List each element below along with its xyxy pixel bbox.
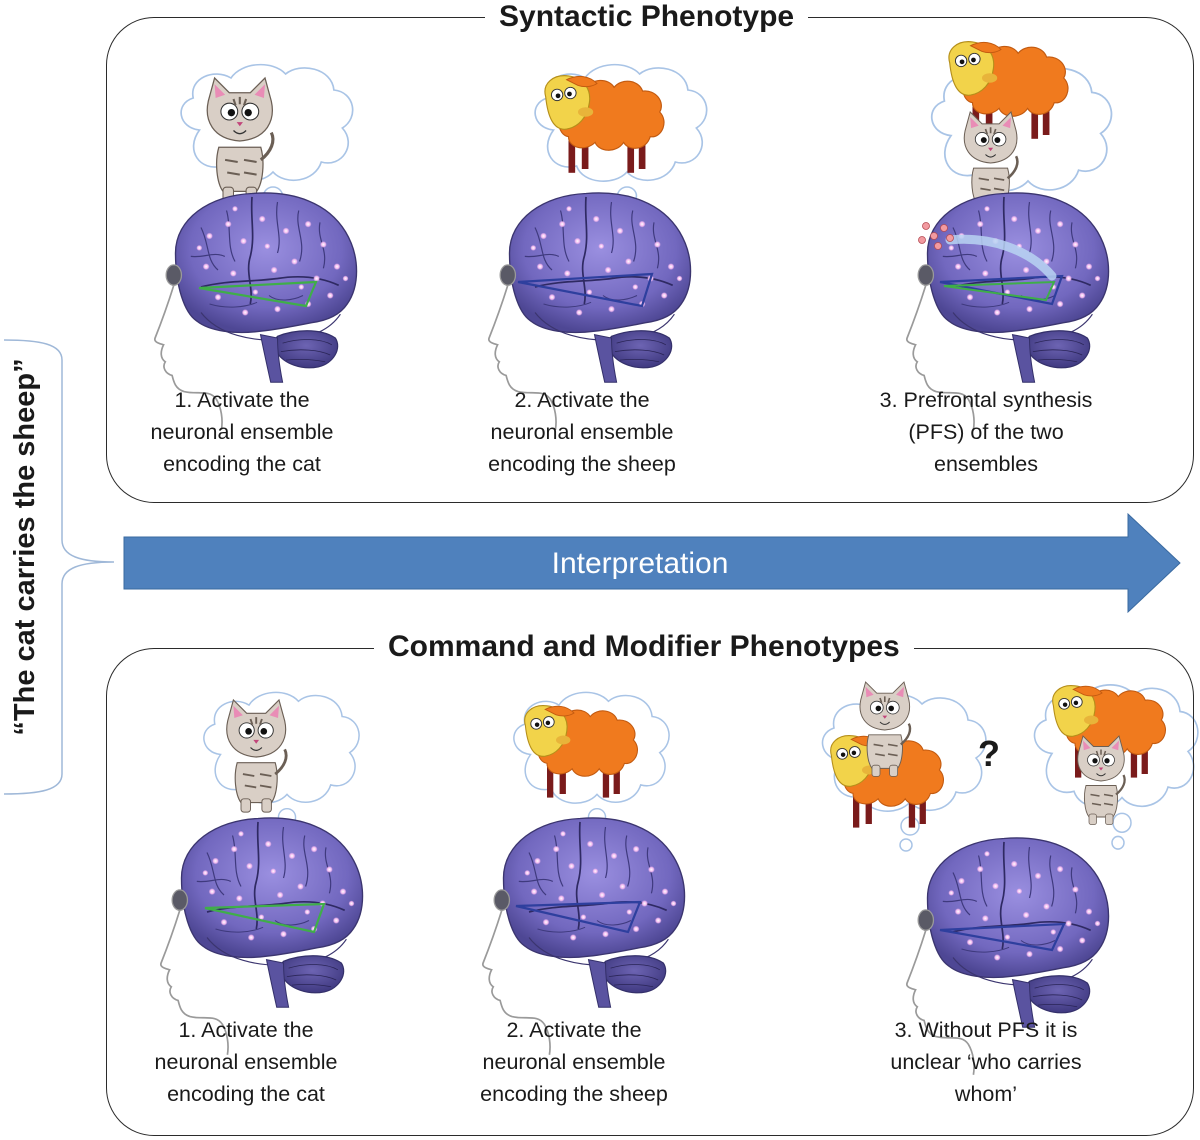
- bottom-panel-brain-3: [821, 680, 1199, 1076]
- bottom-panel-brain-2: [481, 691, 686, 1056]
- top-panel-brain-3: [905, 41, 1113, 431]
- top-panel-brain-1: [153, 63, 358, 431]
- top-panel-brain-2: [487, 63, 708, 431]
- bottom-panel-title: Command and Modifier Phenotypes: [374, 630, 914, 664]
- interpretation-arrow: [123, 512, 1181, 614]
- sentence-brace: [3, 339, 115, 795]
- bottom-panel-brain-1: [159, 691, 364, 1056]
- top-panel-title: Syntactic Phenotype: [485, 0, 809, 34]
- interpretation-label: Interpretation: [551, 547, 729, 580]
- question-mark: ?: [978, 733, 1000, 774]
